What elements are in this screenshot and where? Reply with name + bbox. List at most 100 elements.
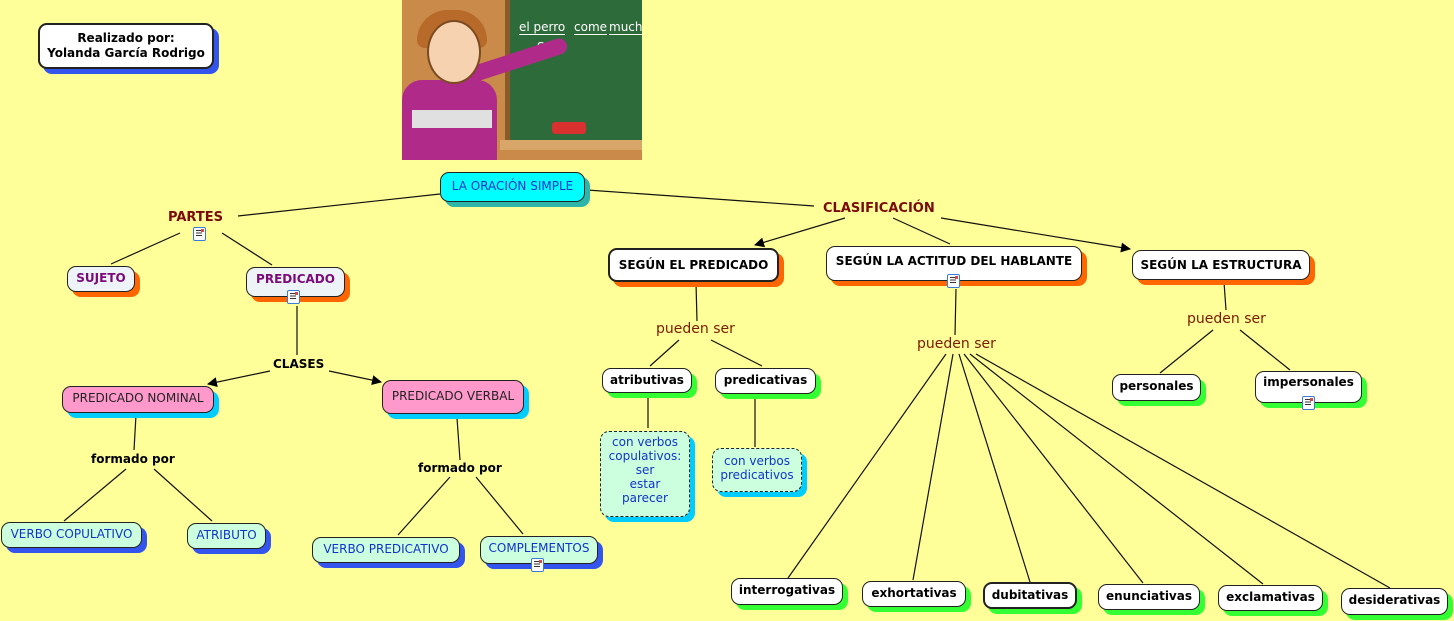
- link-pueden-atributivas: [649, 339, 680, 367]
- concept-exhortativas-label: exhortativas: [871, 586, 957, 600]
- concept-enunciativas-label: enunciativas: [1105, 589, 1192, 603]
- author-box: Realizado por: Yolanda García Rodrigo: [38, 23, 214, 69]
- link-estructura-pueden: [1223, 281, 1227, 311]
- link-clases-nominal: [207, 370, 271, 388]
- link-formado-copulativo: [63, 468, 127, 522]
- link-formado-vpred: [397, 476, 451, 536]
- concept-enunciativas[interactable]: enunciativas: [1098, 584, 1200, 610]
- concept-predicativas[interactable]: predicativas: [715, 368, 816, 394]
- concept-exhortativas[interactable]: exhortativas: [862, 581, 966, 607]
- link-pueden-exclamativas: [969, 353, 1264, 585]
- link-root-clasificacion: [586, 189, 815, 207]
- eraser: [552, 122, 586, 134]
- note-line: copulativos:: [608, 449, 682, 463]
- linking-pueden-predicado: pueden ser: [656, 321, 735, 337]
- concept-complementos-label: COMPLEMENTOS: [488, 541, 590, 555]
- girl-stripe: [412, 110, 492, 128]
- note-line: ser: [635, 463, 655, 477]
- concept-segun-predicado-label: SEGÚN EL PREDICADO: [618, 258, 769, 272]
- teacher-board-image: el perro come mucho S: [402, 0, 642, 160]
- link-pueden-impersonales: [1239, 329, 1291, 371]
- link-actitud-pueden: [954, 288, 957, 336]
- link-pueden-dubitativas: [958, 353, 1031, 583]
- link-spred-pueden: [695, 282, 698, 322]
- note-line: parecer: [622, 491, 668, 505]
- link-pueden-interrogativas: [787, 353, 947, 579]
- linking-formado-nominal: formado por: [91, 452, 175, 466]
- concept-atributivas-note[interactable]: con verbos copulativos: ser estar parece…: [600, 431, 690, 517]
- note-line: con verbos: [724, 454, 790, 468]
- link-clasif-predicado: [754, 217, 846, 248]
- board-ledge: [500, 140, 642, 150]
- concept-verbo-copulativo-label: VERBO COPULATIVO: [10, 527, 133, 541]
- note-line: predicativos: [720, 468, 794, 482]
- concept-atributivas-label: atributivas: [610, 373, 684, 387]
- link-partes-predicado: [221, 232, 273, 266]
- link-formado-complementos: [475, 476, 524, 535]
- link-clasif-estructura: [940, 217, 1131, 253]
- board-word-1: el perro: [519, 20, 566, 35]
- link-verbal-formado: [456, 417, 461, 461]
- concept-personales[interactable]: personales: [1112, 374, 1201, 401]
- link-pueden-predicativas: [710, 339, 763, 367]
- link-pueden-personales: [1159, 329, 1214, 374]
- author-line2: Yolanda García Rodrigo: [47, 46, 205, 60]
- concept-segun-estructura[interactable]: SEGÚN LA ESTRUCTURA: [1132, 250, 1310, 280]
- concept-verbo-predicativo-label: VERBO PREDICATIVO: [323, 542, 449, 556]
- link-pueden-desiderativas: [975, 353, 1391, 589]
- concept-predicado-nominal-label: PREDICADO NOMINAL: [72, 391, 204, 405]
- concept-verbo-predicativo[interactable]: VERBO PREDICATIVO: [312, 537, 460, 563]
- board-word-2: come: [574, 20, 608, 35]
- concept-personales-label: personales: [1119, 379, 1194, 393]
- concept-predicado-verbal[interactable]: PREDICADO VERBAL: [382, 380, 524, 414]
- concept-root[interactable]: LA ORACIÓN SIMPLE: [440, 172, 585, 202]
- link-formado-atributo: [153, 468, 213, 522]
- concept-interrogativas[interactable]: interrogativas: [731, 578, 843, 605]
- link-nominal-formado: [133, 414, 137, 451]
- concept-desiderativas[interactable]: desiderativas: [1341, 588, 1448, 615]
- linking-formado-verbal: formado por: [418, 461, 502, 475]
- linking-pueden-actitud: pueden ser: [917, 336, 996, 352]
- linking-clasificacion: CLASIFICACIÓN: [823, 201, 935, 216]
- link-pueden-enunciativas: [963, 353, 1144, 584]
- link-clases-verbal: [328, 370, 382, 386]
- concept-impersonales-label: impersonales: [1263, 375, 1354, 389]
- concept-segun-predicado[interactable]: SEGÚN EL PREDICADO: [608, 248, 779, 282]
- concept-segun-actitud-label: SEGÚN LA ACTITUD DEL HABLANTE: [835, 254, 1073, 268]
- concept-segun-estructura-label: SEGÚN LA ESTRUCTURA: [1140, 258, 1302, 272]
- concept-predicado-verbal-label: PREDICADO VERBAL: [391, 389, 515, 403]
- document-icon[interactable]: [287, 290, 300, 304]
- document-icon[interactable]: [1302, 396, 1315, 410]
- concept-exclamativas-label: exclamativas: [1226, 590, 1315, 604]
- girl-head: [427, 20, 481, 84]
- concept-predicado-nominal[interactable]: PREDICADO NOMINAL: [62, 386, 214, 413]
- author-line1: Realizado por:: [77, 31, 175, 45]
- concept-atributivas[interactable]: atributivas: [602, 368, 692, 393]
- concept-predicativas-label: predicativas: [723, 373, 808, 387]
- linking-pueden-estructura: pueden ser: [1187, 311, 1266, 327]
- note-line: estar: [629, 477, 661, 491]
- concept-sujeto[interactable]: SUJETO: [67, 266, 135, 292]
- link-clasif-actitud: [892, 217, 951, 245]
- document-icon[interactable]: [947, 274, 960, 288]
- linking-clases: CLASES: [273, 357, 325, 371]
- concept-desiderativas-label: desiderativas: [1348, 593, 1441, 607]
- concept-verbo-copulativo[interactable]: VERBO COPULATIVO: [1, 522, 142, 548]
- concept-interrogativas-label: interrogativas: [738, 583, 836, 597]
- concept-sujeto-label: SUJETO: [76, 271, 126, 285]
- link-partes-sujeto: [110, 232, 181, 265]
- note-line: con verbos: [612, 435, 678, 449]
- concept-dubitativas[interactable]: dubitativas: [983, 582, 1077, 609]
- board-word-3: mucho: [609, 20, 642, 35]
- document-icon[interactable]: [193, 227, 206, 241]
- document-icon[interactable]: [531, 558, 544, 572]
- concept-exclamativas[interactable]: exclamativas: [1218, 585, 1323, 611]
- concept-atributo[interactable]: ATRIBUTO: [187, 523, 266, 549]
- chalkboard: el perro come mucho S: [505, 0, 642, 145]
- concept-predicativas-note[interactable]: con verbos predicativos: [712, 448, 802, 492]
- concept-predicado-label: PREDICADO: [256, 272, 335, 286]
- link-root-partes: [237, 193, 441, 217]
- concept-atributo-label: ATRIBUTO: [196, 528, 257, 542]
- linking-partes: PARTES: [168, 210, 223, 225]
